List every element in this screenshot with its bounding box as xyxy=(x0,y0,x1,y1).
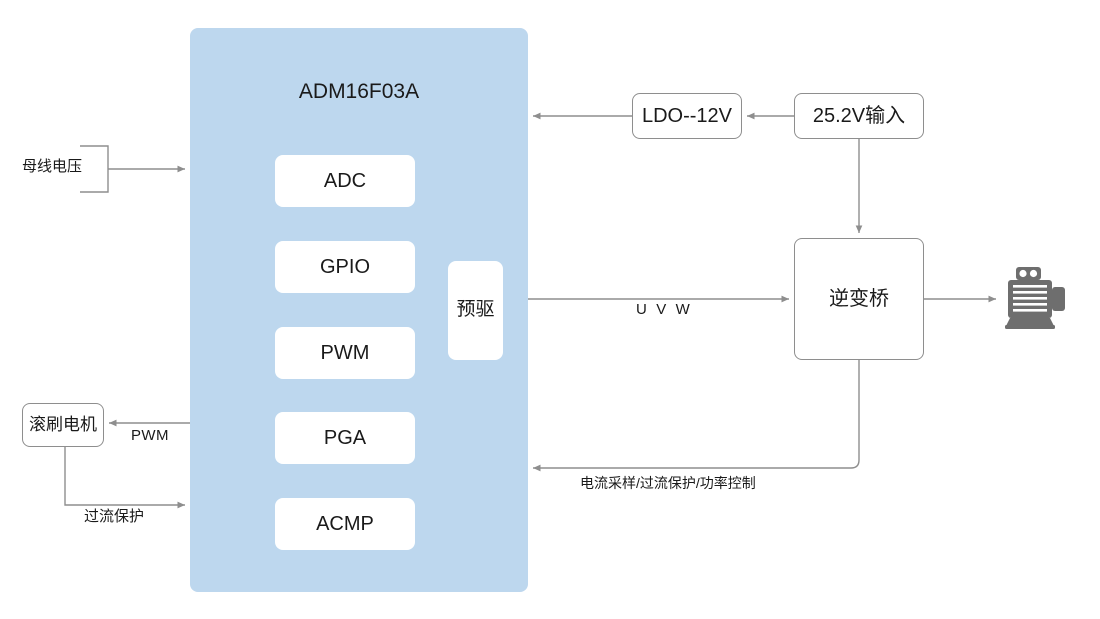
peripheral-block-predrive[interactable]: 预驱 xyxy=(448,261,503,360)
signal-label-uvw: U V W xyxy=(636,301,693,318)
external-block-roller-brush-motor[interactable]: 滚刷电机 xyxy=(22,403,104,447)
external-block-power-supply[interactable]: 25.2V输入 xyxy=(794,93,924,139)
peripheral-block-acmp[interactable]: ACMP xyxy=(275,498,415,550)
peripheral-block-pwm[interactable]: PWM xyxy=(275,327,415,379)
motor-icon xyxy=(1005,267,1065,329)
wire-rollerbrush-ocp-to-mcu xyxy=(64,447,185,509)
bus-voltage-bracket xyxy=(80,145,109,193)
mcu-chip-label: ADM16F03A xyxy=(298,80,420,103)
signal-label-bus-voltage: 母线电压 xyxy=(22,158,83,175)
external-block-ldo[interactable]: LDO--12V xyxy=(632,93,742,139)
peripheral-block-pga[interactable]: PGA xyxy=(275,412,415,464)
wire-bridge-feedback-to-mcu xyxy=(533,360,860,472)
signal-label-over-current-protection: 过流保护 xyxy=(84,508,145,525)
peripheral-block-adc[interactable]: ADC xyxy=(275,155,415,207)
signal-label-pwm: PWM xyxy=(131,427,169,444)
peripheral-block-gpio[interactable]: GPIO xyxy=(275,241,415,293)
signal-label-current-feedback: 电流采样/过流保护/功率控制 xyxy=(580,475,756,491)
external-block-inverter-bridge[interactable]: 逆变桥 xyxy=(794,238,924,360)
